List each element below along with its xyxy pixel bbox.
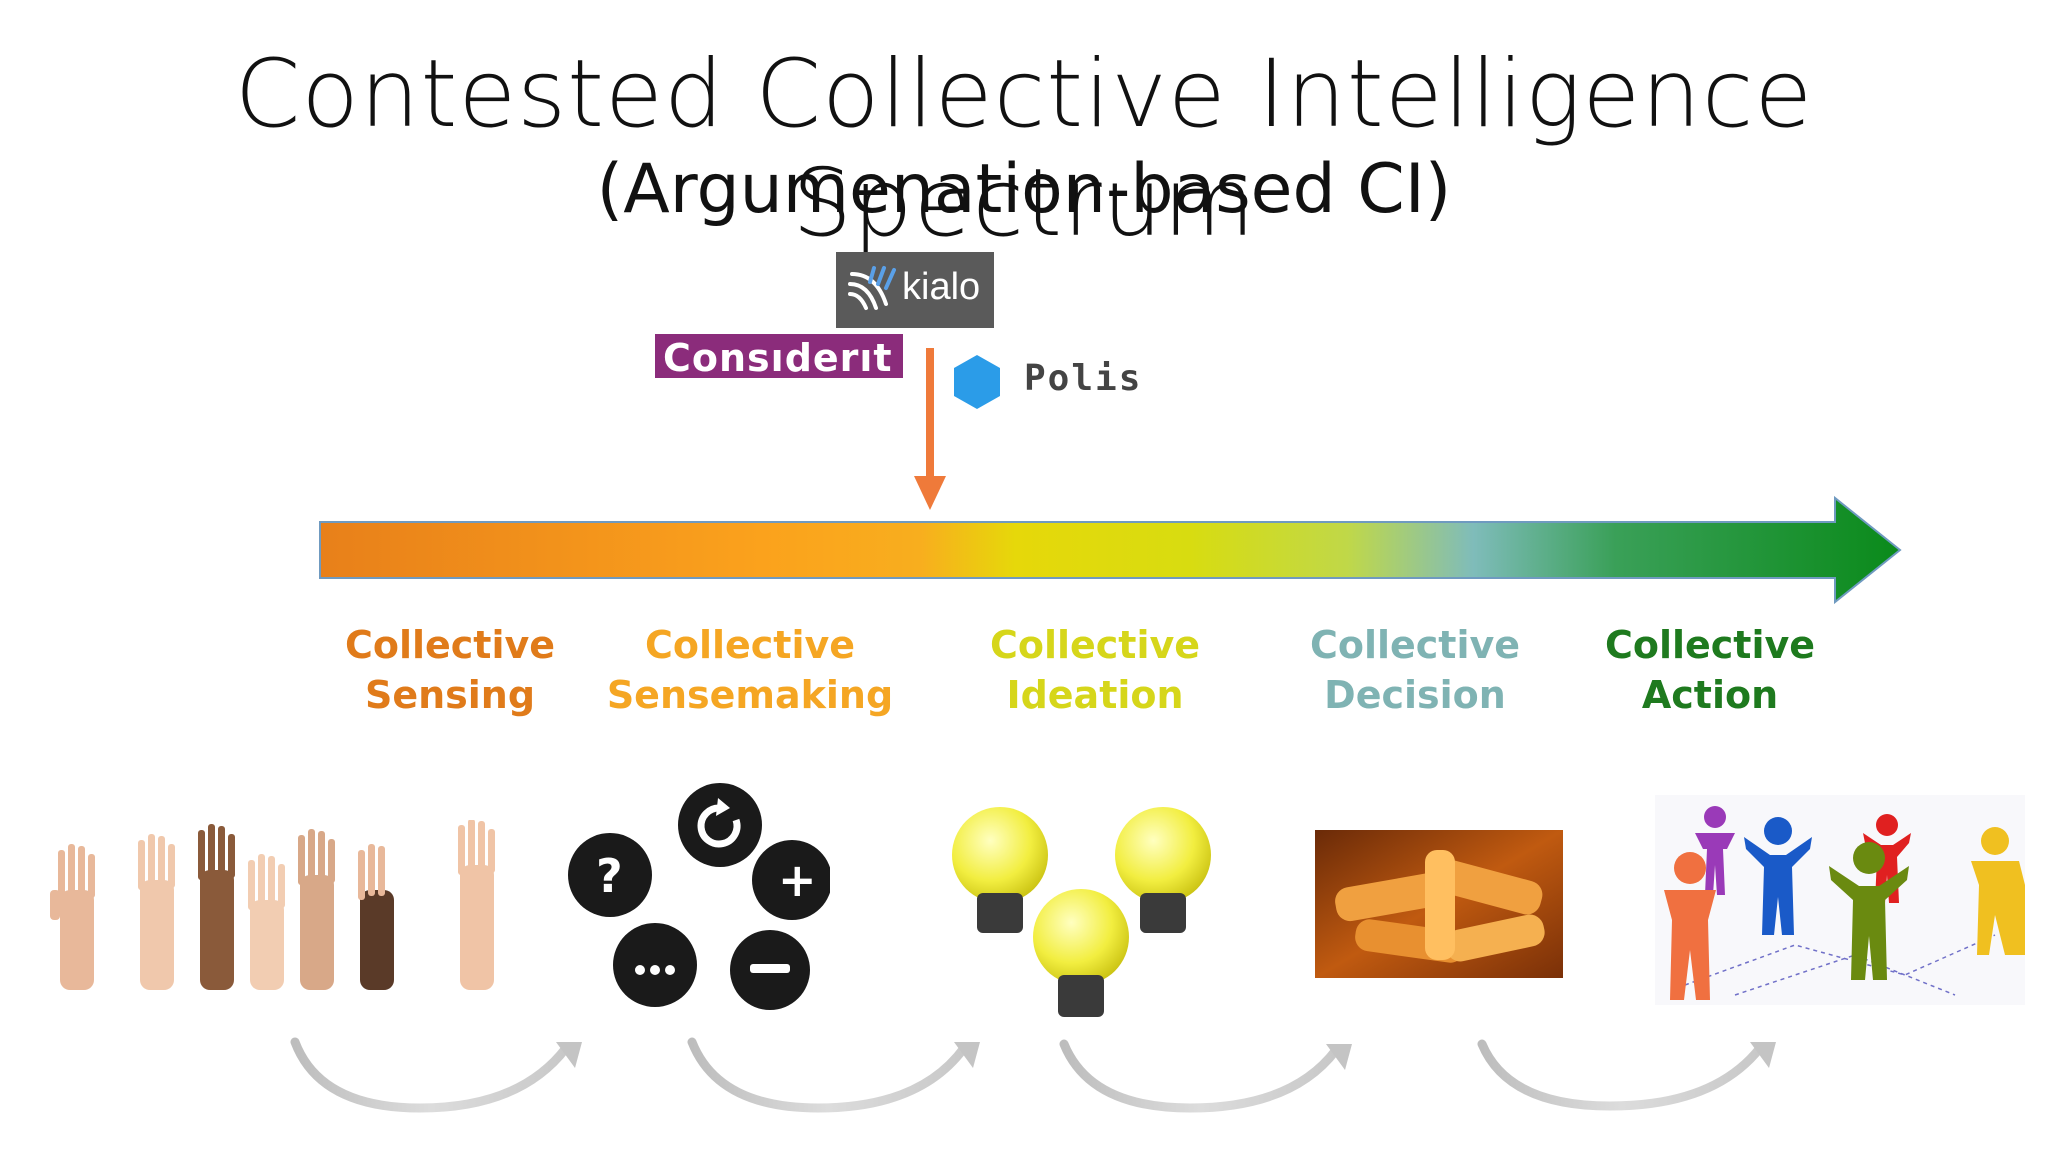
transition-arrow-2 [687, 1037, 969, 1113]
stage-line1: Collective [344, 623, 556, 667]
polis-hexagon-icon [954, 355, 1000, 409]
people-network-image [1655, 795, 2025, 1005]
kialo-logo: kialo [836, 252, 994, 328]
raised-hands-image [50, 820, 495, 990]
polis-wordmark: Polis [1024, 358, 1143, 399]
spectrum-arrow [319, 495, 1902, 605]
considerit-logo: Consıderıt [655, 334, 903, 380]
stage-label-sensemaking: Collective Sensemaking [600, 620, 900, 720]
transition-arrows [290, 1037, 1776, 1113]
stage-line1: Collective [1309, 623, 1521, 667]
stage-label-sensing: Collective Sensing [300, 620, 600, 720]
transition-arrow-1 [290, 1037, 571, 1113]
stage-line2: Sensemaking [606, 673, 894, 717]
kialo-waves-icon [848, 266, 896, 310]
stage-line2: Ideation [1006, 673, 1184, 717]
stage-line1: Collective [1604, 623, 1816, 667]
kialo-wordmark: kialo [902, 266, 981, 308]
svg-text:?: ? [596, 849, 623, 903]
stage-line2: Action [1641, 673, 1779, 717]
considerit-wordmark: Consıderıt [663, 336, 893, 380]
joined-hands-image [1315, 830, 1563, 978]
stage-label-ideation: Collective Ideation [945, 620, 1245, 720]
transition-arrow-4 [1477, 1039, 1765, 1111]
stage-line1: Collective [989, 623, 1201, 667]
thinking-heads-icon: ? + [568, 783, 830, 1010]
slide-title: Contested Collective Intelligence Spectr… [234, 40, 1814, 258]
stage-line1: Collective [644, 623, 856, 667]
svg-text:+: + [778, 853, 817, 907]
lightbulbs-icon [952, 807, 1211, 1017]
position-pointer-arrow [914, 348, 946, 510]
stage-label-decision: Collective Decision [1265, 620, 1565, 720]
slide-subtitle: (Argumenation-based CI) [596, 150, 1452, 229]
stage-line2: Sensing [364, 673, 536, 717]
stage-label-action: Collective Action [1560, 620, 1860, 720]
transition-arrow-3 [1059, 1039, 1341, 1113]
stage-line2: Decision [1324, 673, 1506, 717]
